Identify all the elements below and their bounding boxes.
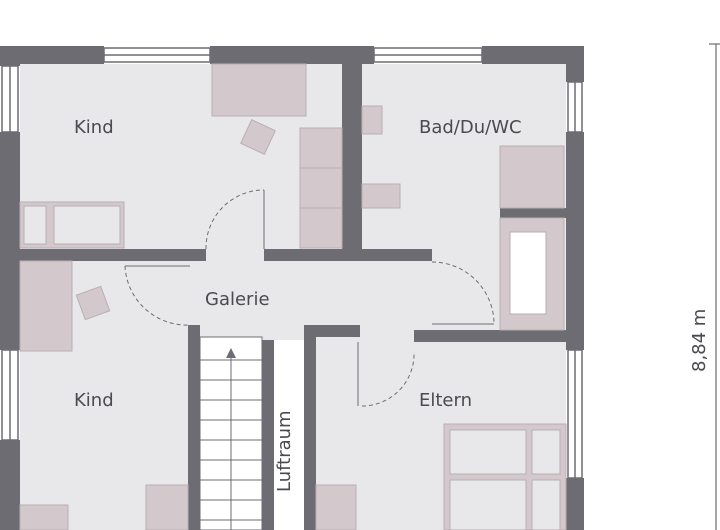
doors	[124, 189, 495, 407]
door-kind-top	[205, 189, 265, 250]
chair-top-kind	[240, 119, 276, 155]
washbasin	[361, 183, 401, 209]
windows	[1, 47, 583, 479]
luftraum-void	[274, 340, 304, 530]
shower	[499, 145, 565, 209]
door-eltern	[361, 351, 415, 407]
room-label-galerie: Galerie	[205, 289, 270, 310]
outer-walls	[0, 46, 584, 530]
room-label-kind-bottom: Kind	[74, 390, 114, 411]
stair-cabinet	[145, 484, 189, 530]
room-label-eltern: Eltern	[419, 390, 472, 411]
wc	[361, 105, 383, 135]
wardrobe-bottom-kind	[19, 260, 73, 352]
room-label-luftraum: Luftraum	[274, 410, 295, 492]
dimension-line	[709, 43, 720, 530]
wardrobe-top-kind	[299, 127, 343, 249]
desk-top-kind	[211, 63, 307, 117]
desk-bottom-kind	[19, 504, 69, 530]
door-bad	[431, 261, 495, 325]
door-kind-bottom	[124, 265, 191, 326]
staircase	[199, 336, 263, 530]
room-label-bad: Bad/Du/WC	[419, 117, 522, 138]
interior-walls	[20, 64, 566, 530]
dimension-label: 8,84 m	[689, 309, 710, 372]
chair-bottom-kind	[75, 285, 111, 321]
room-label-kind-top: Kind	[74, 117, 114, 138]
eltern-cabinet	[315, 484, 357, 530]
furniture	[19, 63, 567, 530]
